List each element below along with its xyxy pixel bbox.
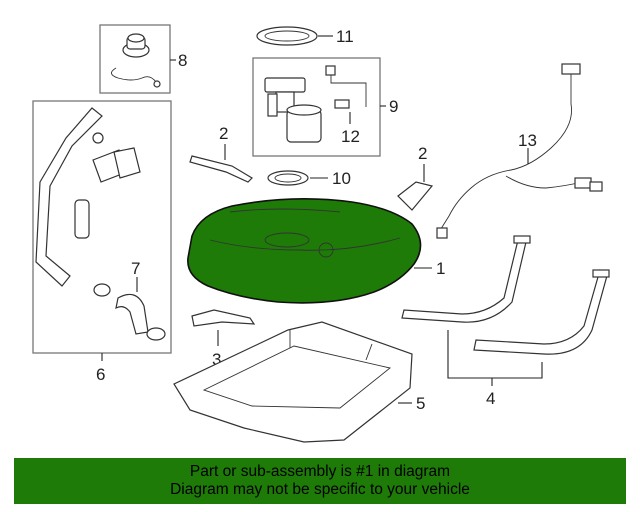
- gasket-part[interactable]: [267, 170, 309, 186]
- box-fuel-cap: 8: [99, 24, 187, 94]
- fuel-tank-body[interactable]: [187, 198, 422, 304]
- parts-diagram: 8 11 12 9: [32, 24, 610, 443]
- callout-12: 12: [341, 127, 360, 146]
- callout-2-left: 2: [219, 124, 228, 143]
- strap-rear-part[interactable]: [473, 269, 610, 355]
- callout-9: 9: [389, 97, 398, 116]
- fuel-cap-part[interactable]: [111, 33, 161, 88]
- banner-line-2: Diagram may not be specific to your vehi…: [170, 481, 470, 498]
- shield-right-part[interactable]: [397, 181, 434, 211]
- callout-5: 5: [416, 394, 425, 413]
- callout-4: 4: [486, 389, 495, 408]
- info-banner: Part or sub-assembly is #1 in diagram Di…: [14, 458, 626, 504]
- filler-pipe-part[interactable]: [35, 107, 166, 341]
- fuel-tank-part[interactable]: [187, 198, 422, 304]
- callout-11: 11: [336, 27, 354, 46]
- shield-left-part[interactable]: [189, 155, 253, 183]
- strap-shield-part[interactable]: [191, 309, 256, 327]
- box-fuel-pump: 12 9: [252, 57, 398, 157]
- callout-1: 1: [436, 259, 445, 278]
- banner-line-1: Part or sub-assembly is #1 in diagram: [189, 463, 451, 480]
- box-filler-pipe: 7 6: [32, 100, 172, 384]
- skid-plate-part[interactable]: [173, 321, 413, 443]
- callout-7: 7: [131, 259, 140, 278]
- callout-2-right: 2: [418, 144, 427, 163]
- strap-front-part[interactable]: [401, 235, 531, 323]
- callout-8: 8: [178, 51, 187, 70]
- callout-6: 6: [96, 365, 105, 384]
- callout-10: 10: [332, 169, 351, 188]
- callout-13: 13: [518, 131, 537, 150]
- harness-part[interactable]: [436, 63, 603, 239]
- fuel-pump-part[interactable]: [264, 77, 322, 143]
- lock-ring-part[interactable]: [256, 26, 318, 46]
- sender-part[interactable]: [325, 65, 367, 109]
- callout-3: 3: [212, 350, 221, 369]
